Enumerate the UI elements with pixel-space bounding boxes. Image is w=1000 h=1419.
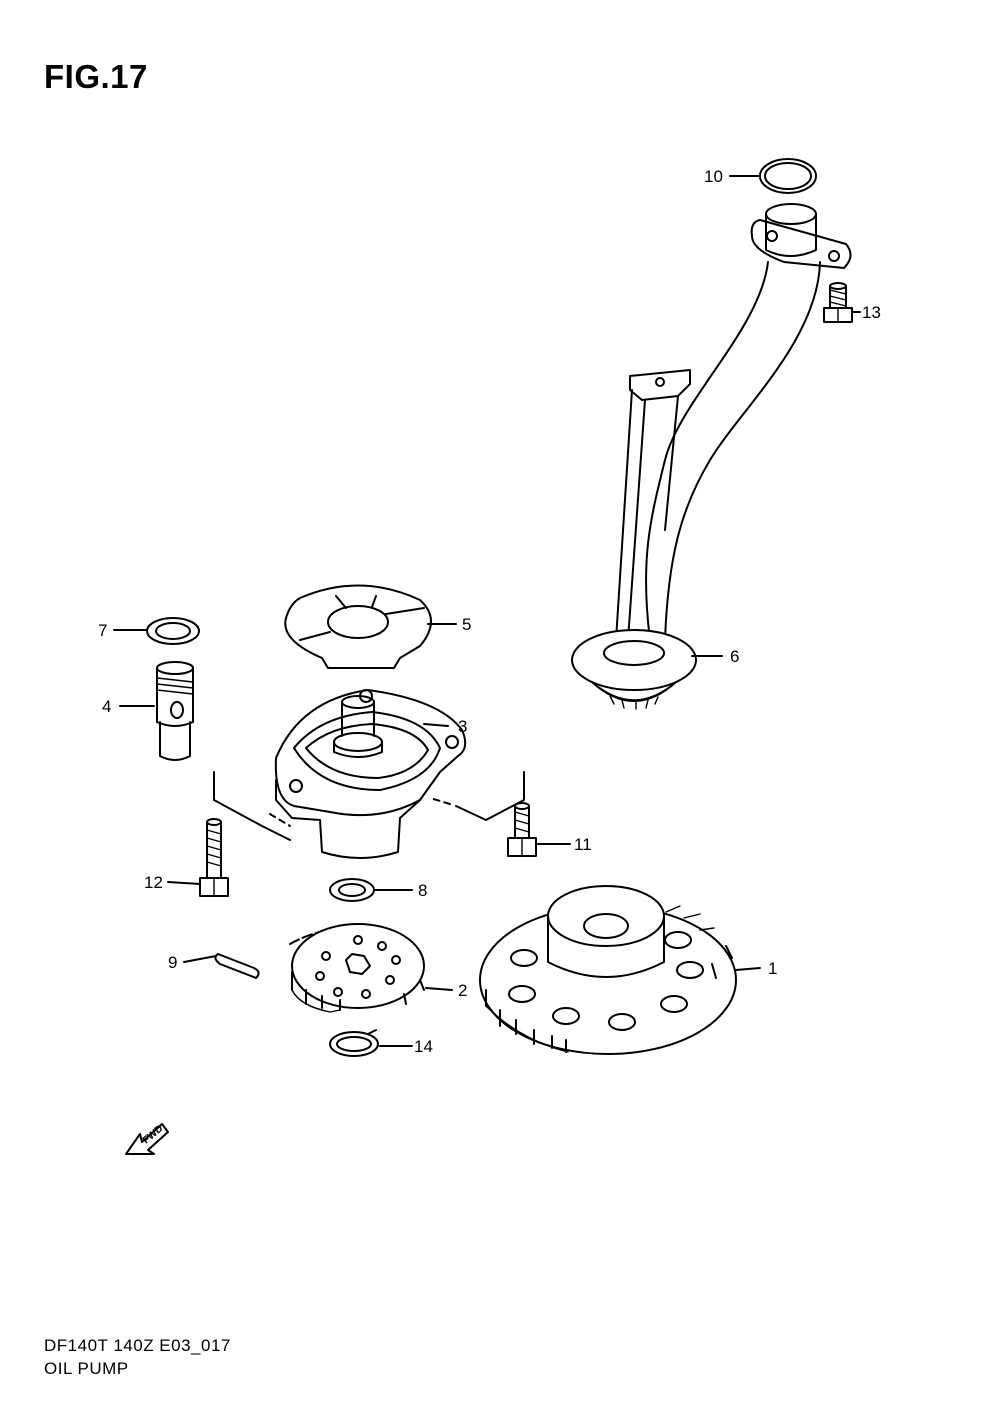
circlip-part-14: [329, 1029, 379, 1057]
callout-labels: 1 2 3 4 5 6 7 8 9 10 11 12 13 14: [98, 167, 881, 1056]
callout-label-3: 3: [458, 717, 467, 736]
bolt-part-13: [823, 282, 853, 323]
callout-label-12: 12: [144, 873, 163, 892]
callout-label-10: 10: [704, 167, 723, 186]
callout-label-2: 2: [458, 981, 467, 1000]
figure-title: FIG.17: [44, 58, 148, 95]
bolt-part-11: [507, 802, 537, 857]
gasket-part-5: [284, 584, 432, 669]
union-part-4: [156, 661, 194, 761]
o-ring-part-10: [759, 158, 817, 194]
washer-part-8: [329, 878, 375, 902]
callout-label-8: 8: [418, 881, 427, 900]
oil-strainer-part-6: [571, 203, 852, 710]
driven-gear-part-1: [479, 885, 737, 1055]
drive-gear-part-2: [289, 923, 425, 1013]
bolt-part-12: [199, 818, 229, 897]
section-name: OIL PUMP: [44, 1359, 129, 1378]
callout-label-5: 5: [462, 615, 471, 634]
callout-leaders: [113, 175, 861, 1047]
callout-label-9: 9: [168, 953, 177, 972]
callout-label-13: 13: [862, 303, 881, 322]
fwd-arrow-icon: FWD: [125, 1123, 169, 1155]
alignment-lines: [213, 771, 525, 841]
washer-part-7: [146, 617, 200, 645]
pin-part-9: [214, 953, 260, 979]
callout-label-11: 11: [574, 835, 592, 854]
oil-pump-case-part-3: [274, 689, 467, 859]
model-code: DF140T 140Z E03_017: [44, 1336, 231, 1355]
callout-label-7: 7: [98, 621, 107, 640]
callout-label-6: 6: [730, 647, 739, 666]
callout-label-4: 4: [102, 697, 111, 716]
callout-label-14: 14: [414, 1037, 433, 1056]
callout-label-1: 1: [768, 959, 777, 978]
